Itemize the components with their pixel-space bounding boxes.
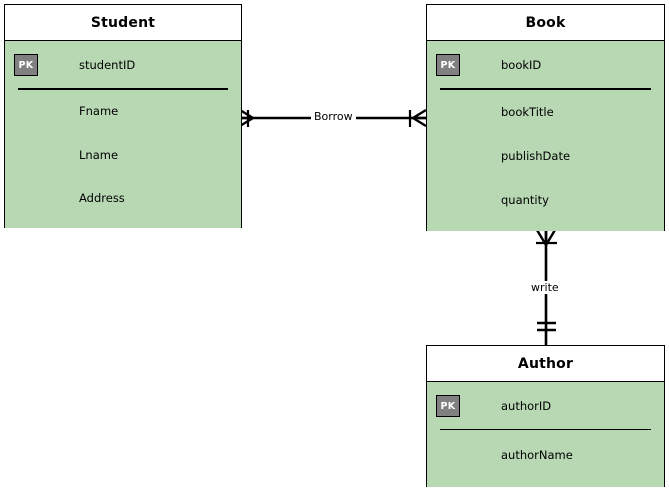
pk-badge: PK xyxy=(14,54,38,76)
attribute-name: Fname xyxy=(79,104,119,118)
pk-divider xyxy=(18,88,228,90)
entity-author-title: Author xyxy=(517,355,574,372)
entity-student-title: Student xyxy=(90,14,156,31)
attribute-name: bookTitle xyxy=(501,104,554,119)
crowsfoot-many-book-bottom xyxy=(535,229,557,246)
entity-student-header: Student xyxy=(5,5,241,41)
attribute-name: bookID xyxy=(501,58,542,72)
entity-author-body: PK authorID authorName xyxy=(427,382,664,487)
pk-divider xyxy=(440,429,651,430)
attribute-name: authorName xyxy=(501,448,573,462)
attribute-row[interactable]: authorName xyxy=(427,430,664,480)
crowsfoot-many-book-side xyxy=(408,108,427,128)
entity-book[interactable]: Book PK bookID bookTitle publishDate qua… xyxy=(426,4,665,231)
attribute-name: publishDate xyxy=(501,149,571,163)
attribute-row[interactable]: Fname xyxy=(5,89,241,133)
attribute-name: quantity xyxy=(501,193,549,207)
entity-book-header: Book xyxy=(427,5,664,41)
onlyone-bars-author-side xyxy=(537,321,556,332)
entity-book-title: Book xyxy=(525,14,566,31)
attribute-name: studentID xyxy=(79,58,136,72)
attribute-row[interactable]: PK bookID xyxy=(427,41,664,89)
attribute-row[interactable]: bookTitle xyxy=(427,89,664,134)
entity-student[interactable]: Student PK studentID Fname Lname Address xyxy=(4,4,242,228)
pk-badge: PK xyxy=(436,54,460,76)
relationship-label-write[interactable]: write xyxy=(528,281,562,294)
pk-divider xyxy=(440,88,651,90)
attribute-row[interactable]: publishDate xyxy=(427,134,664,178)
attribute-row[interactable]: Lname xyxy=(5,133,241,176)
attribute-name: Address xyxy=(79,190,125,205)
entity-author[interactable]: Author PK authorID authorName xyxy=(426,345,665,487)
attribute-name: authorID xyxy=(501,399,552,413)
relationship-label-borrow[interactable]: Borrow xyxy=(311,110,356,123)
attribute-row[interactable]: PK authorID xyxy=(427,382,664,430)
entity-student-body: PK studentID Fname Lname Address xyxy=(5,41,241,228)
attribute-name: Lname xyxy=(79,147,119,162)
pk-badge: PK xyxy=(436,395,460,417)
attribute-row[interactable]: PK studentID xyxy=(5,41,241,89)
attribute-row[interactable]: Address xyxy=(5,176,241,219)
entity-author-header: Author xyxy=(427,346,664,382)
attribute-row[interactable]: quantity xyxy=(427,178,664,222)
entity-book-body: PK bookID bookTitle publishDate quantity xyxy=(427,41,664,231)
